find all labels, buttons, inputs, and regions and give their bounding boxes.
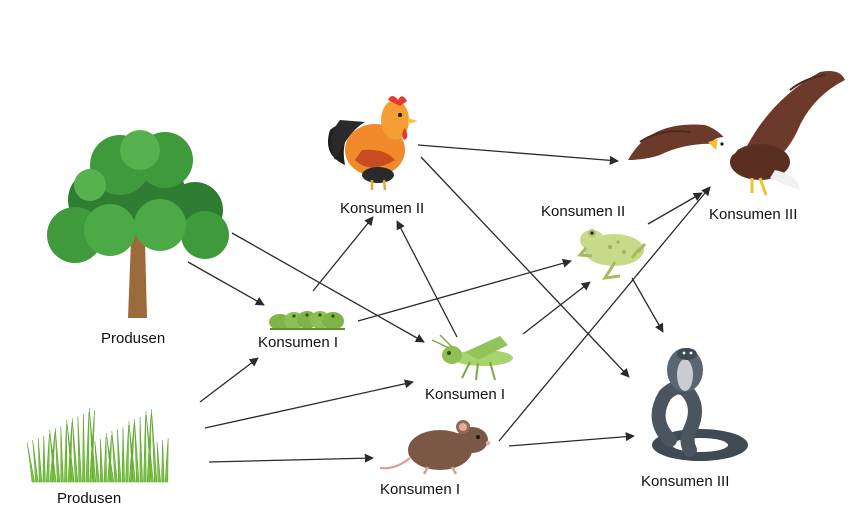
- arrow-caterpillar-to-rooster: [312, 216, 374, 292]
- arrow-caterpillar-to-frog: [357, 258, 572, 322]
- frog-label: Konsumen II: [541, 203, 625, 220]
- arrow-grasshopper-to-rooster: [396, 220, 458, 338]
- cobra-label: Konsumen III: [641, 473, 729, 490]
- eagle-label: Konsumen III: [709, 206, 797, 223]
- arrow-mouse-to-eagle: [498, 186, 711, 442]
- tree-icon: [47, 130, 229, 318]
- grasshopper-label: Konsumen I: [425, 386, 505, 403]
- arrow-mouse-to-cobra: [508, 432, 635, 447]
- arrow-frog-to-eagle: [647, 192, 703, 225]
- grasshopper-icon: [431, 334, 513, 381]
- caterpillar-icon: [269, 311, 345, 330]
- eagle-icon: [628, 71, 845, 196]
- arrow-rooster-to-eagle: [417, 144, 619, 165]
- frog-icon: [576, 229, 647, 280]
- arrow-grass-to-caterpillar: [199, 357, 259, 403]
- grass-icon: [26, 407, 169, 483]
- tree-label: Produsen: [101, 330, 165, 347]
- mouse-label: Konsumen I: [380, 481, 460, 498]
- arrow-grass-to-grasshopper: [204, 379, 414, 429]
- arrow-grasshopper-to-frog: [522, 281, 591, 335]
- arrow-frog-to-cobra: [631, 277, 664, 333]
- arrow-rooster-to-cobra: [420, 156, 630, 378]
- arrow-tree-to-grasshopper: [231, 232, 425, 343]
- rooster-icon: [327, 96, 418, 191]
- cobra-icon: [651, 348, 748, 461]
- mouse-icon: [379, 420, 491, 475]
- arrow-tree-to-caterpillar: [187, 261, 265, 306]
- arrow-grass-to-mouse: [208, 453, 374, 463]
- caterpillar-label: Konsumen I: [258, 334, 338, 351]
- food-web-arrows: [187, 144, 711, 463]
- grass-label: Produsen: [57, 490, 121, 507]
- rooster-label: Konsumen II: [340, 200, 424, 217]
